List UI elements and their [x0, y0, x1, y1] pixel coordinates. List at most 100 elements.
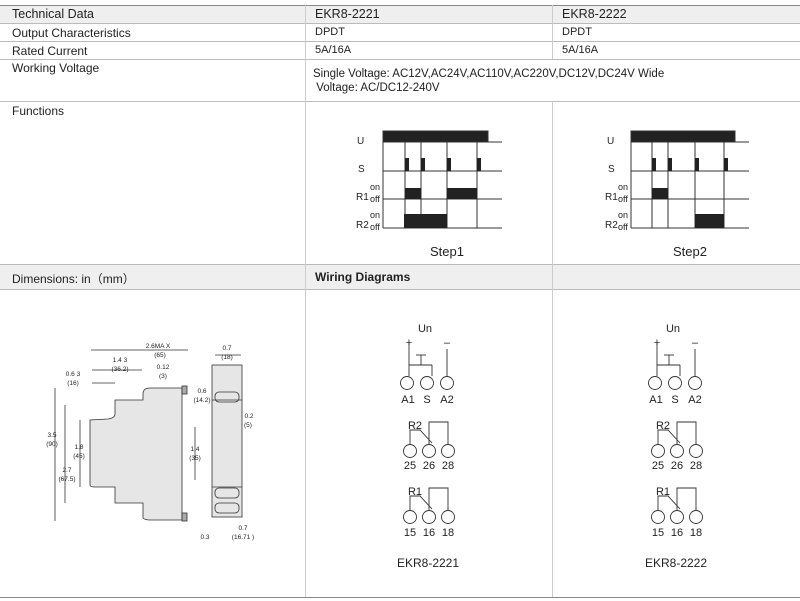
diagram-label: S [671, 394, 678, 406]
diagram-label: on [370, 210, 380, 220]
diagram-label: R2 [356, 220, 369, 231]
diagram-label: 18 [690, 527, 702, 539]
row-label-current: Rated Current [12, 44, 88, 58]
diagram-label: (16.71 ) [232, 534, 254, 541]
diagram-label: on [370, 182, 380, 192]
diagram-shape [181, 512, 188, 522]
output-value-1: DPDT [315, 26, 345, 38]
diagram-label: (14.2) [194, 397, 211, 404]
diagram-shape [403, 510, 417, 524]
diagram-label: S [608, 164, 615, 175]
diagram-shape [409, 495, 433, 510]
diagram-label: 0.6 [197, 388, 206, 395]
diagram-shape [668, 158, 672, 171]
diagram-label: 1.4 [190, 446, 199, 453]
diagram-label: R2 [656, 420, 670, 432]
diagram-label: 0.2 [244, 413, 253, 420]
diagram-label: 0.12 [157, 364, 170, 371]
diagram-label: Un [666, 323, 680, 335]
row-label-functions: Functions [12, 104, 65, 118]
header-label: Technical Data [12, 7, 94, 21]
voltage-line-1: Single Voltage: AC12V,AC24V,AC110V,AC220… [313, 68, 665, 80]
diagram-shape [441, 510, 455, 524]
u-signal-bar [382, 130, 489, 143]
diagram-shape [689, 510, 703, 524]
diagram-shape [651, 444, 665, 458]
header-model-1: EKR8-2221 [315, 7, 380, 21]
diagram-label: R2 [605, 220, 618, 231]
diagram-shape [676, 487, 697, 510]
diagram-shape [422, 510, 436, 524]
table-rule [552, 5, 553, 59]
diagram-label: – [444, 337, 451, 349]
table-rule [305, 5, 306, 597]
diagram-label: R1 [656, 486, 670, 498]
timing-labels-step1: U S on R1 off on R2 off Step1 [356, 136, 464, 259]
diagram-label: R1 [605, 192, 618, 203]
diagram-label: 28 [442, 460, 454, 472]
diagram-label: + [406, 337, 412, 349]
diagram-label: (35) [189, 455, 201, 462]
diagram-shape [89, 387, 183, 521]
diagram-shape [670, 444, 684, 458]
diagram-shape [214, 391, 240, 403]
diagram-shape [214, 502, 240, 514]
section-row-bg [0, 264, 800, 289]
diagram-label: 0.3 [200, 534, 209, 541]
diagram-label: R1 [408, 486, 422, 498]
diagram-shape [657, 495, 681, 510]
current-value-2: 5A/16A [562, 44, 599, 56]
diagram-shape [409, 429, 433, 444]
s-pulse [447, 158, 451, 171]
r1-on [405, 188, 421, 199]
diagram-label: 25 [404, 460, 416, 472]
diagram-shape [657, 429, 681, 444]
table-rule [0, 5, 800, 6]
diagram-label: 0.6 3 [66, 371, 81, 378]
diagram-label: A2 [688, 394, 701, 406]
diagram-label: off [370, 222, 380, 232]
diagram-shape [695, 158, 699, 171]
diagram-shape [652, 158, 656, 171]
diagram-label: 25 [652, 460, 664, 472]
s-pulse [405, 158, 409, 171]
diagram-label: 0.7 [238, 525, 247, 532]
wiring-diagrams-heading: Wiring Diagrams [315, 270, 411, 284]
table-rule [552, 101, 553, 597]
wiring-model-1: EKR8-2221 [397, 556, 459, 570]
diagram-shape [676, 421, 697, 444]
diagram-label: on [618, 210, 628, 220]
diagram-shape [688, 376, 702, 390]
table-rule [0, 597, 800, 598]
step2-caption: Step2 [673, 244, 707, 259]
diagram-shape [651, 510, 665, 524]
diagram-shape [652, 158, 728, 228]
diagram-shape [670, 510, 684, 524]
diagram-shape [648, 376, 662, 390]
dimension-drawing [54, 349, 243, 522]
diagram-shape [403, 444, 417, 458]
diagram-label: S [423, 394, 430, 406]
diagram-label: (45) [73, 453, 85, 460]
diagram-shape [420, 376, 434, 390]
diagram-label: off [370, 194, 380, 204]
step1-caption: Step1 [430, 244, 464, 259]
diagram-label: (5) [244, 422, 252, 429]
diagram-shape [428, 421, 449, 444]
row-label-output: Output Characteristics [12, 26, 131, 40]
diagram-shape [441, 444, 455, 458]
diagram-label: 26 [423, 460, 435, 472]
table-rule [0, 41, 800, 42]
u-signal-bar [630, 130, 736, 143]
header-row-bg [0, 5, 800, 23]
diagram-label: – [692, 337, 699, 349]
diagram-label: 2.6MA X [146, 343, 171, 350]
diagram-label: (36.2) [112, 366, 129, 373]
diagram-label: (67.5) [59, 476, 76, 483]
diagram-label: off [618, 222, 628, 232]
table-rule [0, 264, 800, 265]
table-rule [0, 59, 800, 60]
diagram-shape [404, 158, 481, 228]
